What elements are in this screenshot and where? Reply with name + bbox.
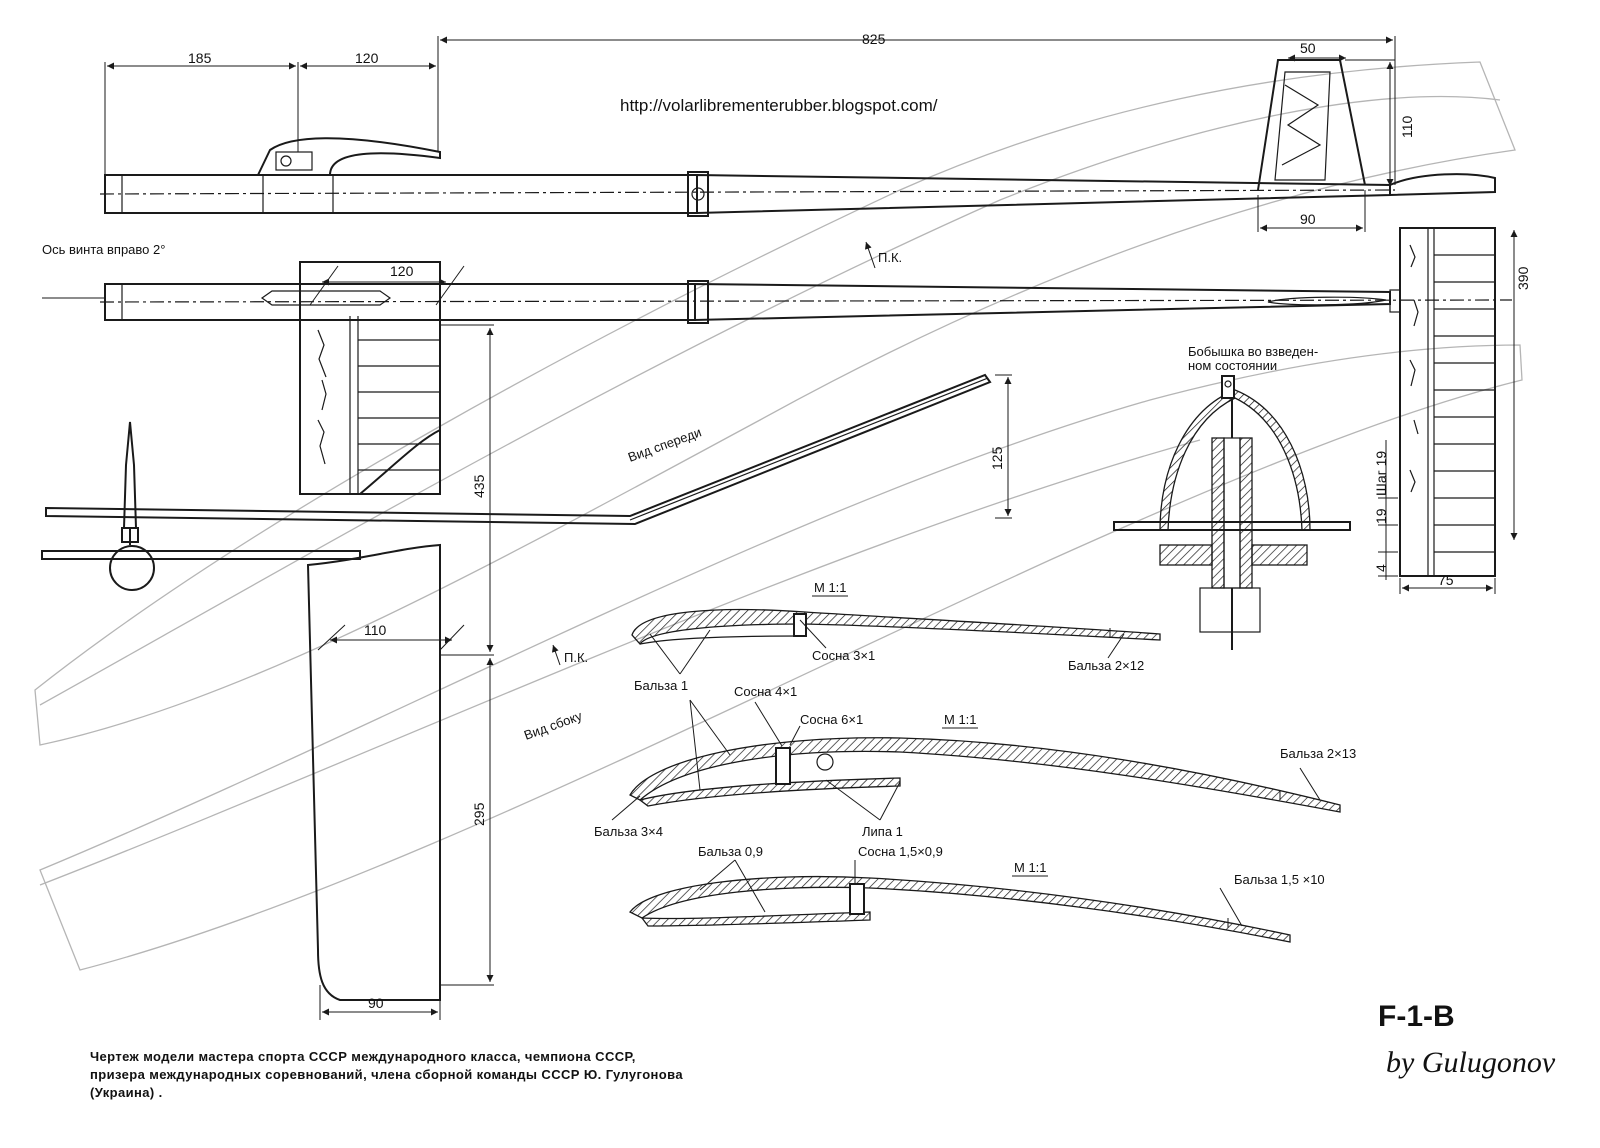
wing-root-linden: Липа 1 — [862, 824, 903, 839]
side-view-label: Вид сбоку — [522, 708, 585, 743]
dim-185: 185 — [188, 50, 212, 66]
front-view-label: Вид спереди — [626, 424, 703, 464]
stabilizer-plan-view: 390 Шаг 19 19 4 75 — [1373, 227, 1531, 594]
model-title: F-1-B — [1378, 1000, 1455, 1033]
wing-root-balsa-le: Бальза 3×4 — [594, 824, 663, 839]
author-signature: by Gulugonov — [1386, 1046, 1556, 1079]
caption-line-1: Чертеж модели мастера спорта СССР междун… — [90, 1049, 636, 1064]
wing-root-balsa-te: Бальза 2×13 — [1280, 746, 1356, 761]
profile-wing-root: М 1:1 Сосна 4×1 Сосна 6×1 Бальза 2×13 Ба… — [594, 684, 1356, 839]
wing-planform: 110 90 435 295 Вид сбоку — [306, 324, 585, 1020]
dim-50: 50 — [1300, 40, 1316, 56]
stab-scale: М 1:1 — [814, 580, 847, 595]
dim-120-mount: 120 — [390, 263, 414, 279]
boss-title-2: ном состоянии — [1188, 358, 1277, 373]
wing-tip-scale: М 1:1 — [1014, 860, 1047, 875]
wing-root-pine-spar: Сосна 6×1 — [800, 712, 863, 727]
dim-390: 390 — [1515, 266, 1531, 290]
dim-120-top: 120 — [355, 50, 379, 66]
stab-pine: Сосна 3×1 — [812, 648, 875, 663]
dim-4: 4 — [1373, 564, 1389, 572]
prop-axis-label: Ось винта вправо 2° — [42, 242, 165, 257]
top-dimensions — [104, 36, 1396, 232]
stab-rib-step: Шаг 19 — [1373, 451, 1389, 496]
caption-line-3: (Украина) . — [90, 1085, 163, 1100]
dim-90-wing: 90 — [368, 995, 384, 1011]
dim-435: 435 — [471, 474, 487, 498]
dim-75: 75 — [1438, 572, 1454, 588]
wing-root-stub — [299, 261, 441, 495]
pk-label-bottom: П.К. — [564, 650, 588, 665]
drawing-caption: Чертеж модели мастера спорта СССР междун… — [90, 1048, 850, 1102]
dim-110-wing: 110 — [364, 622, 387, 638]
dim-125: 125 — [989, 446, 1005, 470]
stab-balsa-le: Бальза 1 — [634, 678, 688, 693]
wing-tip-balsa-te: Бальза 1,5 ×10 — [1234, 872, 1325, 887]
boss-title-1: Бобышка во взведен- — [1188, 344, 1318, 359]
dim-825: 825 — [862, 31, 886, 47]
profile-stab: М 1:1 Сосна 3×1 Бальза 1 Бальза 2×12 — [631, 580, 1161, 693]
dim-110-fin: 110 — [1399, 115, 1415, 138]
stab-balsa-te: Бальза 2×12 — [1068, 658, 1144, 673]
source-url: http://volarlibrementerubber.blogspot.co… — [620, 96, 938, 115]
prop-boss-section: Бобышка во взведен- ном состоянии — [1113, 344, 1351, 650]
fuselage-top-view: 120 — [99, 263, 1513, 324]
front-view: 125 Вид спереди — [41, 373, 1012, 591]
dim-19: 19 — [1373, 508, 1389, 524]
profile-wing-tip: М 1:1 Бальза 0,9 Сосна 1,5×0,9 Бальза 1,… — [629, 844, 1325, 943]
top-dimension-values: 185 120 825 50 110 90 — [188, 31, 1415, 227]
dim-295: 295 — [471, 802, 487, 826]
caption-line-2: призера международных соревнований, член… — [90, 1067, 683, 1082]
wing-root-pine-top: Сосна 4×1 — [734, 684, 797, 699]
wing-tip-balsa-skin: Бальза 0,9 — [698, 844, 763, 859]
pk-label-top: П.К. — [878, 250, 902, 265]
dim-90-fin: 90 — [1300, 211, 1316, 227]
wing-tip-pine: Сосна 1,5×0,9 — [858, 844, 943, 859]
fuselage-side-view — [99, 59, 1496, 217]
wing-root-scale: М 1:1 — [944, 712, 977, 727]
